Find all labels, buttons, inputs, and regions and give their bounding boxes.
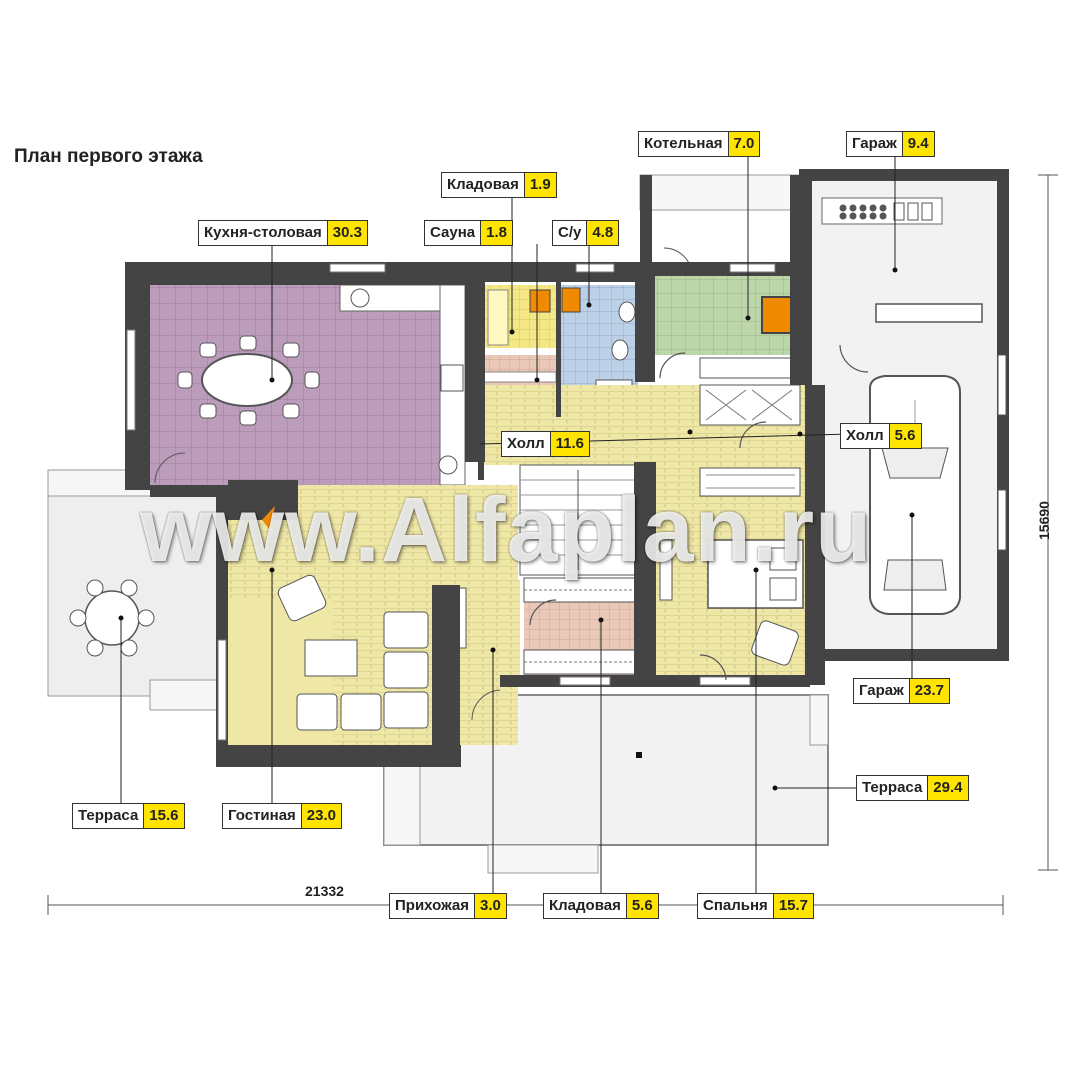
label-boiler: Котельная 7.0 bbox=[638, 131, 761, 157]
staircase bbox=[519, 464, 636, 576]
room-name: Холл bbox=[507, 435, 545, 452]
doors bbox=[529, 344, 869, 681]
label-storage-large: Кладовая 5.6 bbox=[543, 893, 659, 919]
room-name: Терраса bbox=[862, 779, 923, 796]
label-garage-small: Гараж 9.4 bbox=[846, 131, 935, 157]
room-name: Прихожая bbox=[395, 897, 470, 914]
dimension-lines bbox=[47, 174, 1058, 915]
label-terrace-left: Терраса 15.6 bbox=[72, 803, 185, 829]
room-area: 5.6 bbox=[625, 894, 658, 918]
room-area: 23.0 bbox=[300, 804, 341, 828]
room-name: Кухня-столовая bbox=[204, 224, 322, 241]
label-entry: Прихожая 3.0 bbox=[389, 893, 507, 919]
dimension-height: 15690 bbox=[1036, 501, 1052, 540]
room-name: Холл bbox=[846, 427, 884, 444]
garage-shelf-icon bbox=[839, 202, 933, 221]
armchair-icon bbox=[277, 574, 327, 622]
room-name: Спальня bbox=[703, 897, 768, 914]
room-name: Гараж bbox=[859, 682, 904, 699]
room-name: Сауна bbox=[430, 224, 476, 241]
label-bedroom: Спальня 15.7 bbox=[697, 893, 815, 919]
label-storage-small: Кладовая 1.9 bbox=[441, 172, 557, 198]
leader-dots bbox=[118, 267, 915, 791]
garage-block bbox=[799, 169, 1009, 661]
watermark: www.Alfaplan.ru bbox=[140, 479, 873, 581]
label-kitchen-dining: Кухня-столовая 30.3 bbox=[198, 220, 368, 246]
room-name: Терраса bbox=[78, 807, 139, 824]
entrance-porch bbox=[639, 174, 803, 211]
sofa-icon bbox=[296, 611, 429, 731]
room-area: 15.6 bbox=[143, 804, 184, 828]
plan-title: План первого этажа bbox=[14, 146, 203, 167]
outdoor-table-icon bbox=[69, 579, 155, 657]
room-name: Кладовая bbox=[447, 176, 519, 193]
windows bbox=[126, 263, 776, 741]
room-area: 29.4 bbox=[927, 776, 968, 800]
label-sauna: Сауна 1.8 bbox=[424, 220, 513, 246]
car-icon bbox=[869, 375, 961, 615]
room-name: С/у bbox=[558, 224, 582, 241]
label-hall-garage: Холл 5.6 bbox=[840, 423, 922, 449]
label-terrace-right: Терраса 29.4 bbox=[856, 775, 969, 801]
room-area: 3.0 bbox=[474, 894, 506, 918]
room-area: 7.0 bbox=[727, 132, 760, 156]
sauna-room bbox=[484, 285, 556, 348]
dining-table-icon bbox=[177, 335, 320, 426]
label-living: Гостиная 23.0 bbox=[222, 803, 342, 829]
label-garage-main: Гараж 23.7 bbox=[853, 678, 950, 704]
storage-large-room bbox=[523, 577, 637, 678]
room-name: Котельная bbox=[644, 135, 723, 152]
label-bathroom: С/у 4.8 bbox=[552, 220, 620, 246]
room-area: 4.8 bbox=[586, 221, 619, 245]
room-area: 23.7 bbox=[908, 679, 949, 703]
kitchen-dining-room bbox=[150, 284, 466, 486]
room-area: 30.3 bbox=[326, 221, 367, 245]
room-area: 5.6 bbox=[888, 424, 921, 448]
room-area: 1.8 bbox=[480, 221, 512, 245]
label-hall-main: Холл 11.6 bbox=[501, 431, 591, 457]
room-area: 15.7 bbox=[772, 894, 814, 918]
leader-lines bbox=[120, 154, 913, 895]
room-area: 9.4 bbox=[901, 132, 934, 156]
terrace-left bbox=[47, 469, 221, 711]
room-name: Кладовая bbox=[549, 897, 621, 914]
room-name: Гостиная bbox=[228, 807, 296, 824]
room-area: 11.6 bbox=[549, 432, 590, 456]
room-area: 1.9 bbox=[523, 173, 556, 197]
room-name: Гараж bbox=[852, 135, 897, 152]
dimension-width: 21332 bbox=[305, 883, 344, 899]
